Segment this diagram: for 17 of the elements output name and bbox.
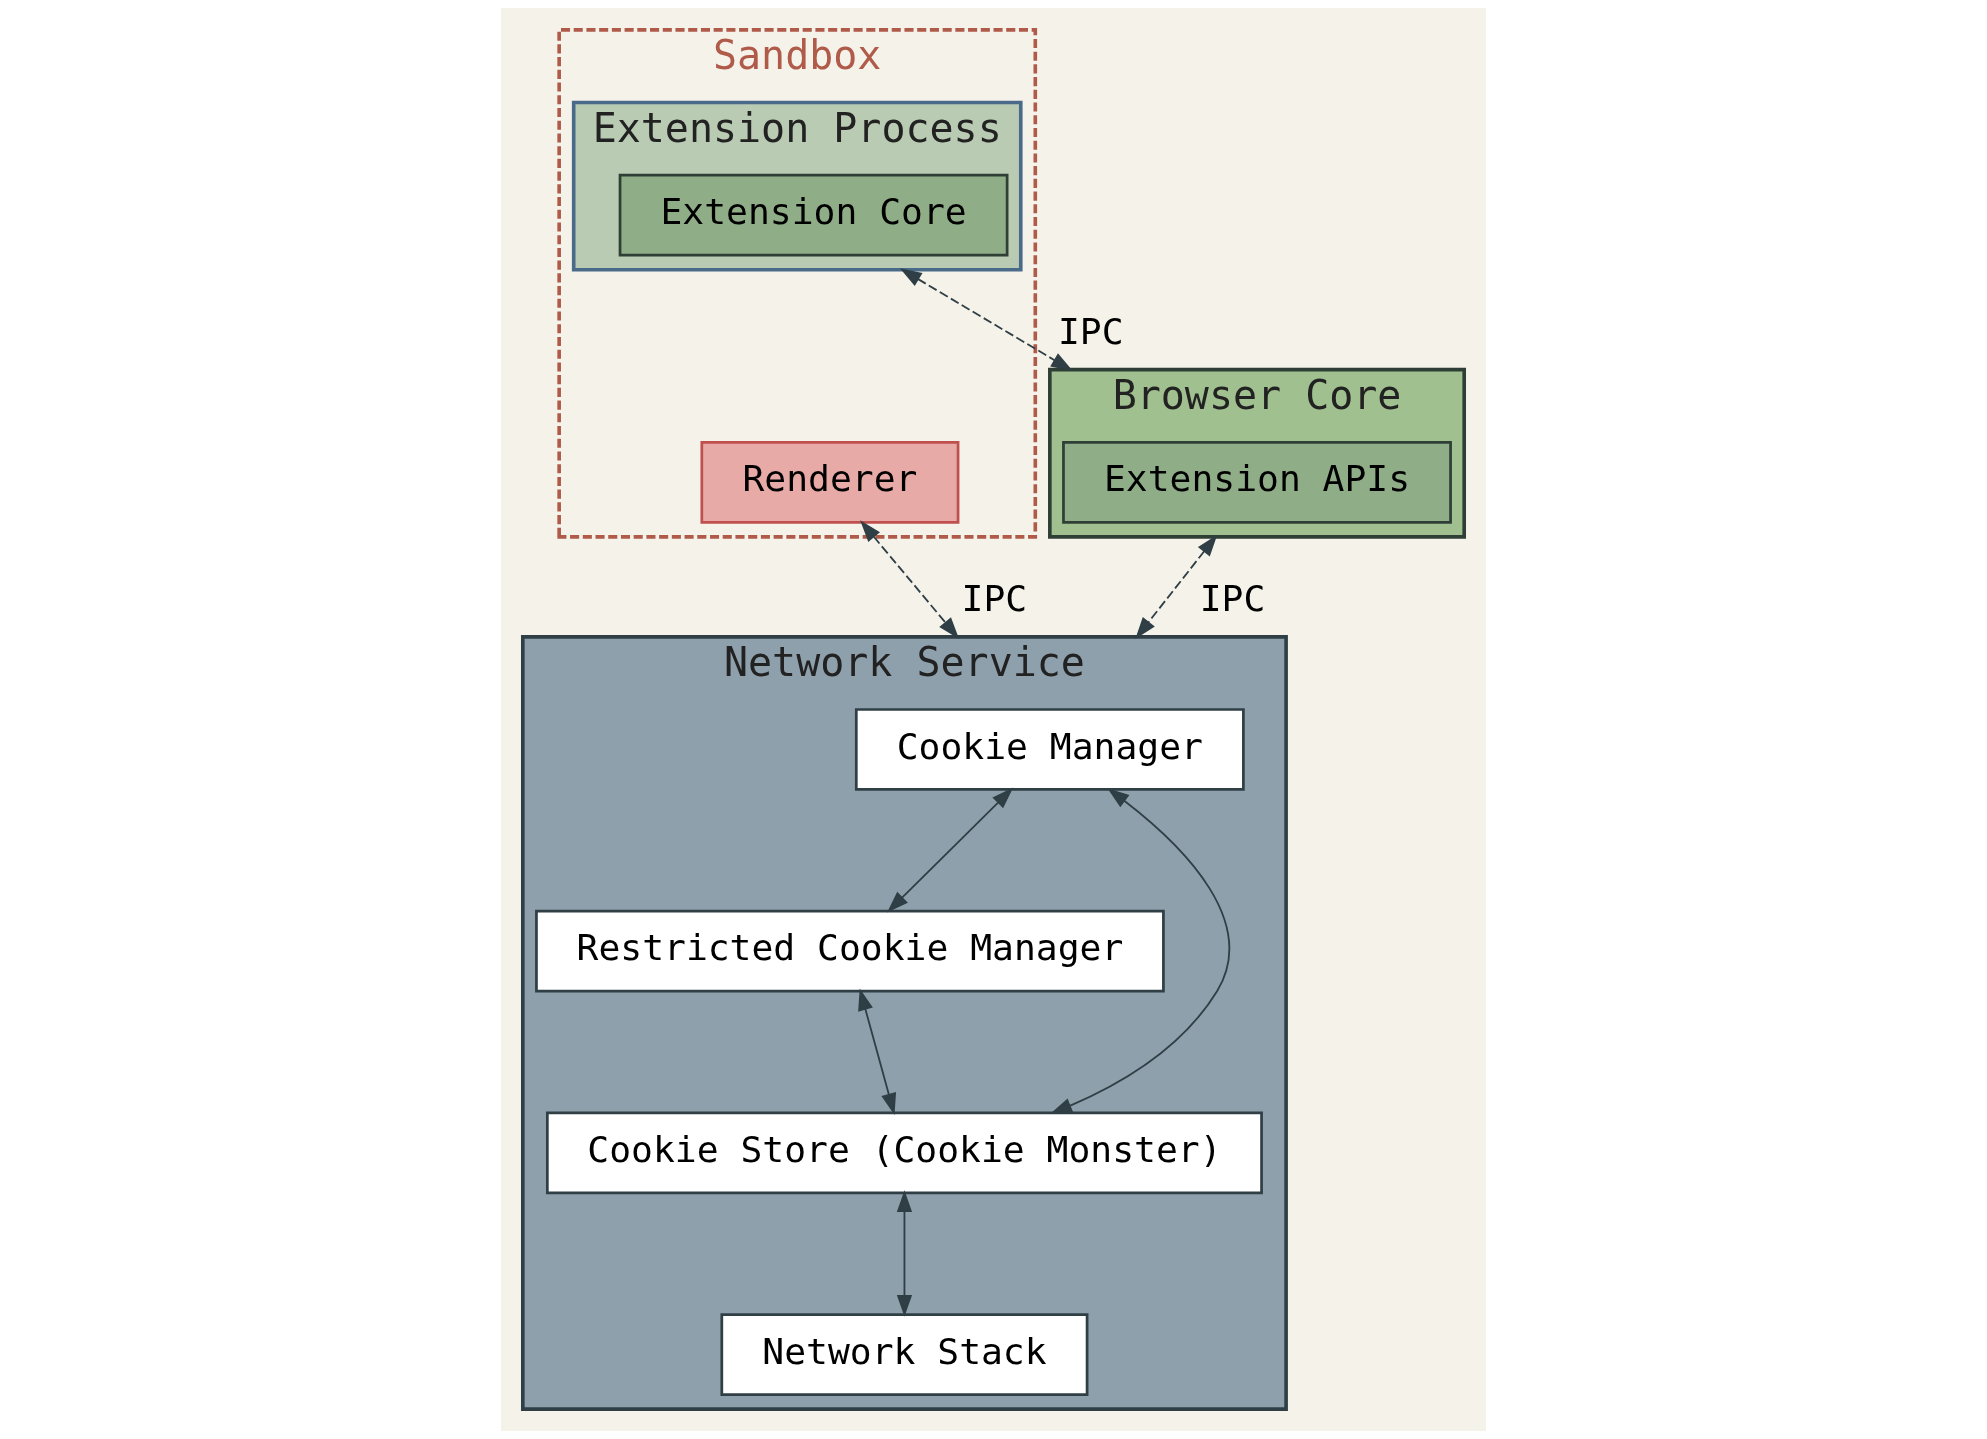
node-box: Extension Core xyxy=(618,173,1009,257)
arrow xyxy=(860,520,960,639)
edge-label: IPC xyxy=(961,577,1028,621)
arrow xyxy=(1135,534,1218,639)
edge-label: IPC xyxy=(1199,577,1266,621)
arrow xyxy=(1050,788,1230,1114)
node-box: Restricted Cookie Manager xyxy=(535,909,1165,993)
node-box: Cookie Store (Cookie Monster) xyxy=(545,1111,1263,1195)
arrow xyxy=(899,268,1073,372)
node-box: Network Stack xyxy=(720,1313,1089,1396)
node-box: Extension APIs xyxy=(1062,441,1452,524)
edge-label: IPC xyxy=(1057,310,1124,354)
arrow xyxy=(896,1190,913,1317)
node-box: Renderer xyxy=(700,441,960,524)
arrow xyxy=(887,787,1014,913)
node-box: Cookie Manager xyxy=(854,708,1245,791)
arrow xyxy=(858,988,897,1116)
